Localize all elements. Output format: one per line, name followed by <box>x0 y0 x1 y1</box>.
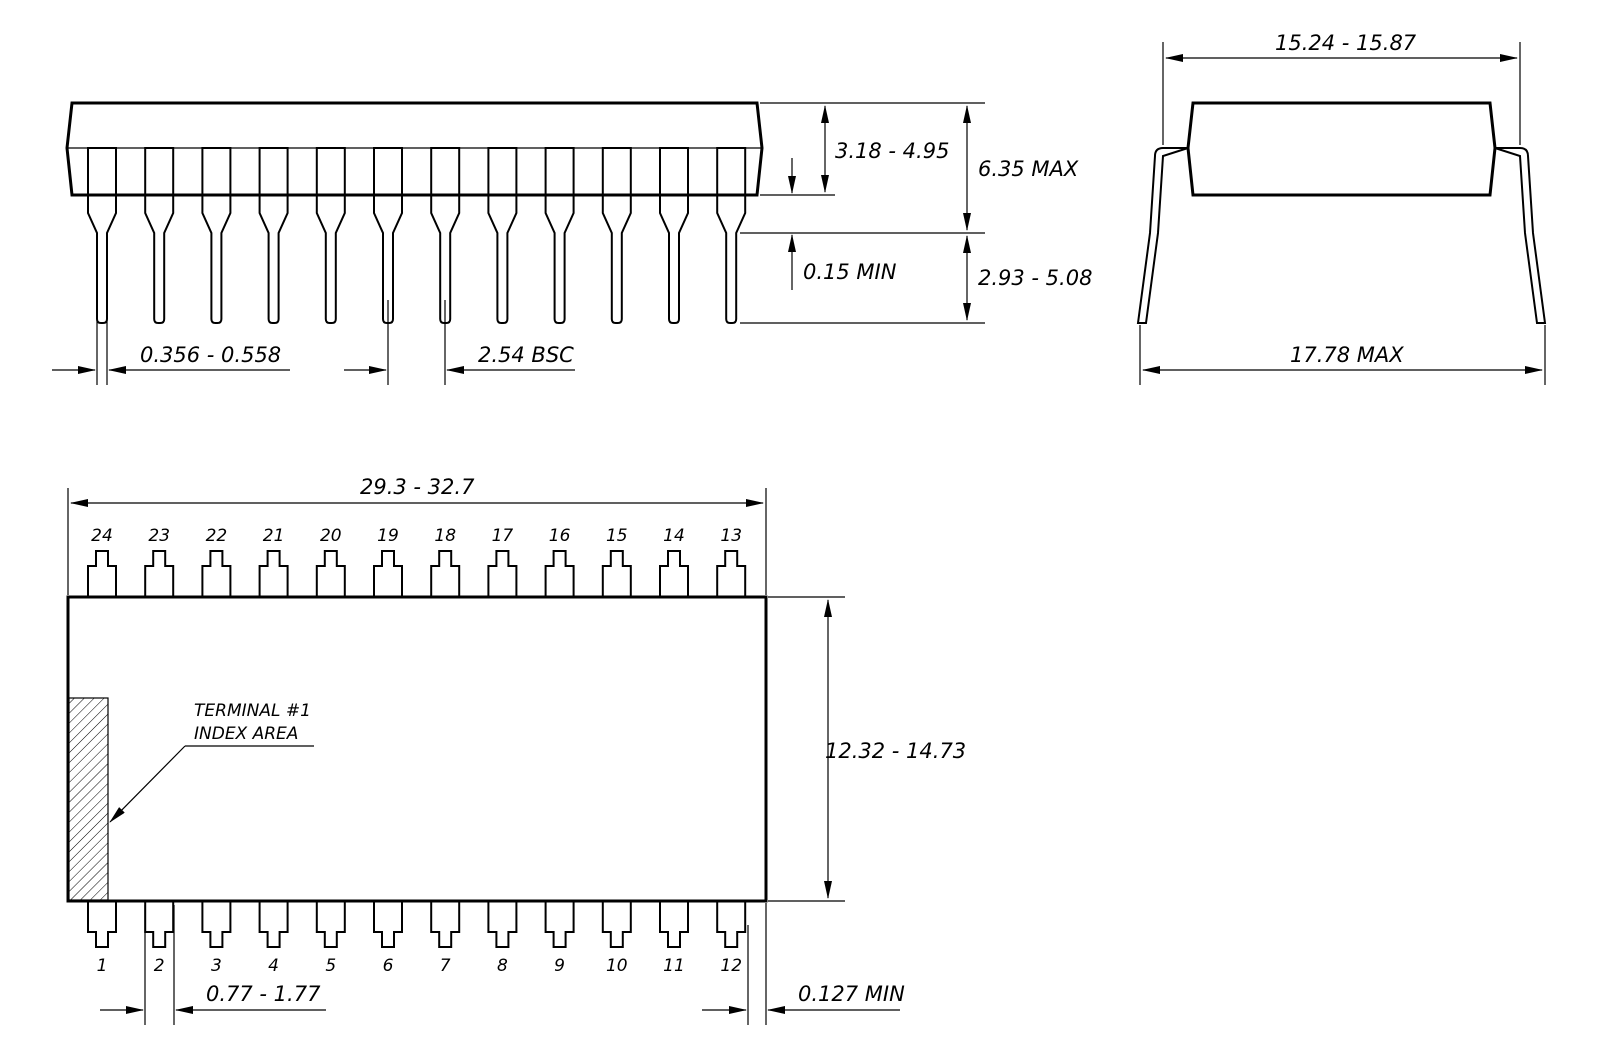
pin-number: 12 <box>720 956 742 976</box>
pin-number: 9 <box>554 956 565 976</box>
dim-lead-width: 0.356 - 0.558 <box>140 343 281 367</box>
top-view-body <box>66 595 768 903</box>
pin-number: 24 <box>91 526 113 546</box>
pin-number: 13 <box>720 526 742 546</box>
top-view-pin <box>144 550 175 597</box>
pin-number: 14 <box>663 526 685 546</box>
pin-number: 3 <box>211 956 222 976</box>
dim-lead-span: 17.78 MAX <box>1290 343 1404 367</box>
top-view-pin <box>373 550 403 597</box>
top-view-pin <box>87 550 117 597</box>
top-view-pin <box>659 550 689 597</box>
top-view-pin <box>258 901 289 948</box>
top-view-pin <box>373 901 403 948</box>
dim-end-clearance: 0.127 MIN <box>798 982 905 1006</box>
side-view-lead <box>201 147 232 324</box>
side-view-lead <box>544 147 575 324</box>
pin-number: 8 <box>497 956 508 976</box>
pin-number: 7 <box>440 956 451 976</box>
pin-number: 23 <box>148 526 170 546</box>
dim-width: 12.32 - 14.73 <box>825 739 966 763</box>
top-view-pin <box>144 901 175 948</box>
pin-number: 6 <box>383 956 394 976</box>
dim-body-height: 3.18 - 4.95 <box>835 139 949 163</box>
dim-overall-height: 6.35 MAX <box>978 157 1079 181</box>
side-view-lead <box>373 147 403 324</box>
top-view-pin <box>544 550 575 597</box>
top-view-pin <box>601 550 632 597</box>
side-view-lead <box>258 147 289 324</box>
side-view-lead <box>716 147 747 324</box>
top-view-pin <box>201 550 232 597</box>
side-view-lead <box>487 147 518 324</box>
side-view-lead <box>144 147 175 324</box>
terminal-1-index-area <box>68 697 109 901</box>
top-view-pin <box>201 901 232 948</box>
top-view-pin <box>315 901 346 948</box>
pin-number: 1 <box>97 956 108 976</box>
dim-length: 29.3 - 32.7 <box>360 475 475 499</box>
dim-row-spacing: 15.24 - 15.87 <box>1275 31 1417 55</box>
index-label-line2: INDEX AREA <box>194 724 298 744</box>
side-view-lead <box>659 147 689 324</box>
side-view-lead <box>430 147 461 324</box>
dim-shoulder-width: 0.77 - 1.77 <box>206 982 321 1006</box>
pin-number: 4 <box>268 956 279 976</box>
top-view-pin <box>544 901 575 948</box>
top-view-pin <box>258 550 289 597</box>
top-view-pin <box>430 901 461 948</box>
pin-number: 22 <box>206 526 228 546</box>
top-view-pin <box>716 901 747 948</box>
side-view-lead <box>315 147 346 324</box>
pin-number: 19 <box>377 526 399 546</box>
index-leader-arrow <box>109 745 186 823</box>
pin-number: 17 <box>492 526 514 546</box>
pin-number: 21 <box>263 526 285 546</box>
top-view-pins-upper: 24 23 22 21 20 19 18 17 16 15 14 13 <box>87 526 747 597</box>
pin-number: 15 <box>606 526 628 546</box>
top-view-pin <box>487 901 518 948</box>
pin-number: 20 <box>320 526 342 546</box>
pin-number: 11 <box>663 956 685 976</box>
dim-lead-length: 2.93 - 5.08 <box>978 266 1092 290</box>
top-view-pin <box>659 901 689 948</box>
top-view-pin <box>487 550 518 597</box>
top-view-pin <box>315 550 346 597</box>
pin-number: 18 <box>434 526 456 546</box>
pin-number: 5 <box>325 956 336 976</box>
end-view: 15.24 - 15.87 17.78 MAX <box>1136 31 1547 385</box>
top-view-pin <box>87 901 117 948</box>
top-view-pin <box>430 550 461 597</box>
end-view-right-lead <box>1494 147 1547 324</box>
top-view-pin <box>601 901 632 948</box>
side-view-lead <box>601 147 632 324</box>
index-label-line1: TERMINAL #1 <box>194 701 311 721</box>
top-view-pin <box>716 550 747 597</box>
pin-number: 10 <box>606 956 628 976</box>
dim-seating-plane: 0.15 MIN <box>803 260 897 284</box>
pin-number: 2 <box>154 956 165 976</box>
dim-pitch: 2.54 BSC <box>478 343 574 367</box>
side-view: 3.18 - 4.95 0.15 MIN 6.35 MAX 2.93 - 5.0… <box>52 101 1092 385</box>
end-view-body <box>1186 101 1497 197</box>
pin-number: 16 <box>549 526 571 546</box>
end-view-left-lead <box>1136 147 1189 324</box>
